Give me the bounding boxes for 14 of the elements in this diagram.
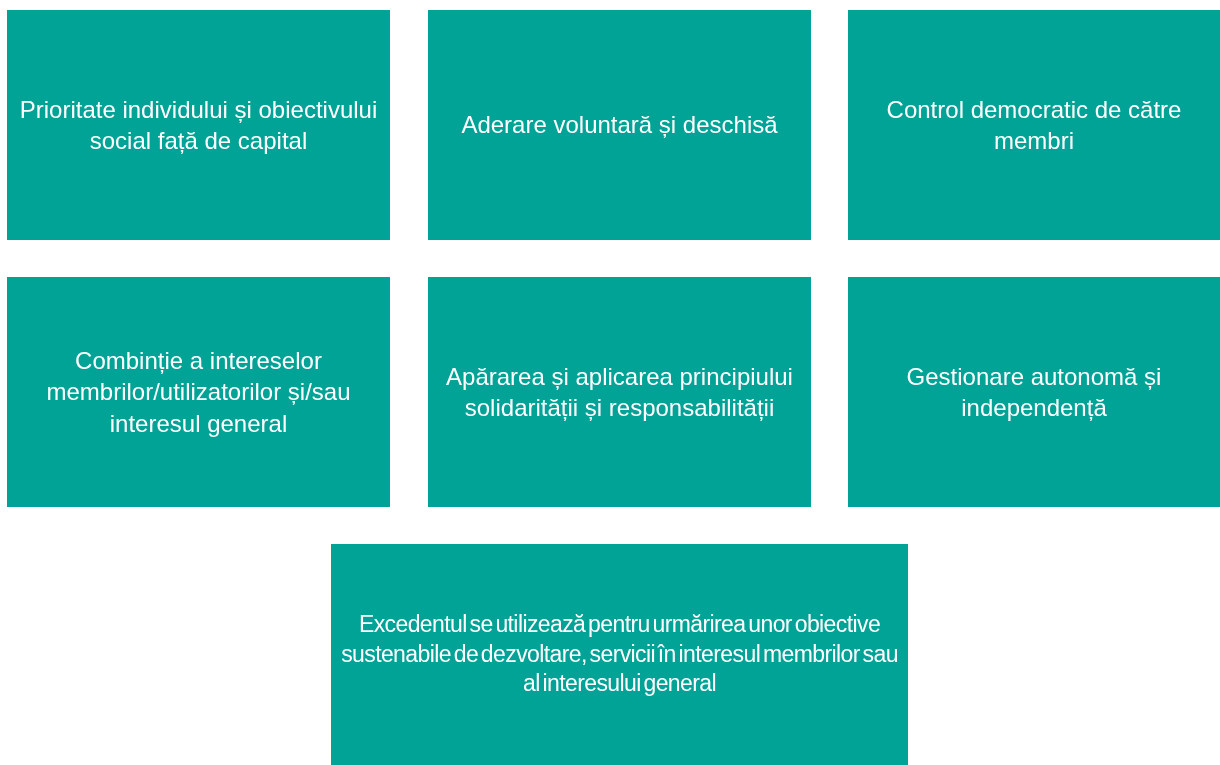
principle-text: Aderare voluntară și deschisă xyxy=(461,110,778,141)
principle-box xyxy=(428,277,811,507)
principle-text: Combinție a intereselor membrilor/utilizatorilor și/sau interesul general xyxy=(45,346,352,439)
principle-box xyxy=(7,10,390,240)
principle-text: Control democratic de către membri xyxy=(885,94,1183,156)
principle-box xyxy=(428,10,811,240)
principle-text: Excedentul se utilizează pentru urmărirea unor obiective sustenabile de dezvoltare, servicii în interesul membrilor sau al interesului general xyxy=(341,609,898,699)
principle-box xyxy=(848,277,1220,507)
principle-box xyxy=(331,544,908,765)
principle-box xyxy=(7,277,390,507)
principle-text: Apărarea și aplicarea principiului solidarității și responsabilității xyxy=(445,361,794,423)
principle-text: Gestionare autonomă și independență xyxy=(905,361,1163,423)
principle-text: Prioritate individului și obiectivului social față de capital xyxy=(18,94,379,156)
principle-box xyxy=(848,10,1220,240)
